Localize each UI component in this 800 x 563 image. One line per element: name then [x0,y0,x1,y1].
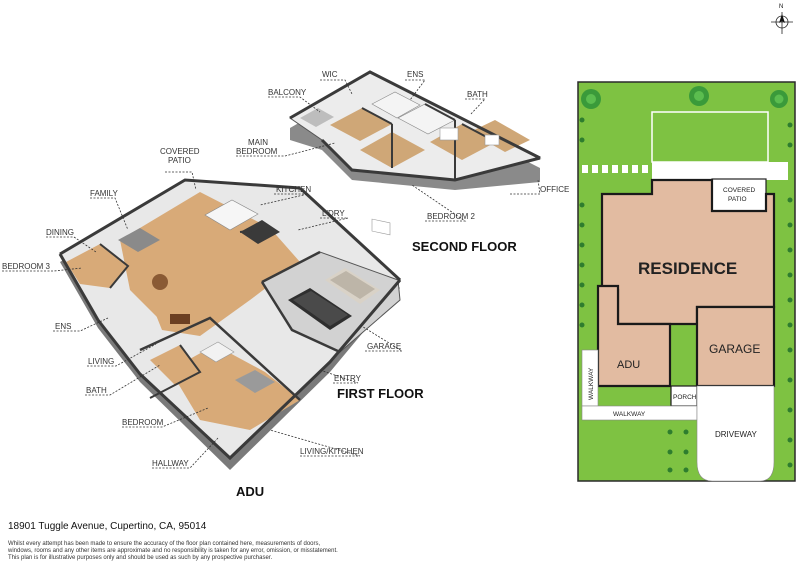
dining-table-icon [152,274,168,290]
shrub-icons [579,117,793,473]
label-main-bedroom-2: BEDROOM [236,147,278,156]
label-office: OFFICE [540,185,569,194]
garage-cars-icon [288,268,380,330]
tree-icons [581,86,788,109]
site-label-residence: RESIDENCE [638,259,737,278]
label-ens-bottom: ENS [55,322,71,331]
label-dining: DINING [46,228,74,237]
label-garage: GARAGE [367,342,401,351]
first-floor-model [58,178,402,470]
compass-icon: N [771,4,793,34]
label-kitchen: KITCHEN [276,185,311,194]
room-leader-lines [2,79,541,469]
site-label-walkway-vertical: WALKWAY [588,367,595,400]
label-hallway: HALLWAY [152,459,189,468]
label-living-kitchen: LIVING/KITCHEN [300,447,364,456]
site-label-adu: ADU [617,359,640,371]
site-label-porch: PORCH [673,394,697,401]
label-balcony: BALCONY [268,88,307,97]
label-bedroom-3: BEDROOM 3 [2,262,51,271]
site-label-covered-patio-2: PATIO [728,196,747,203]
label-wic: WIC [322,70,338,79]
compass-north-letter: N [779,4,783,10]
heading-adu: ADU [236,484,264,499]
site-label-walkway: WALKWAY [613,411,646,418]
site-label-garage: GARAGE [709,342,760,356]
heading-second-floor: SECOND FLOOR [412,239,517,254]
sofa-icon [118,228,160,252]
label-bedroom-2: BEDROOM 2 [427,212,476,221]
label-main-bedroom-1: MAIN [248,138,268,147]
label-covered-patio-1: COVERED [160,147,200,156]
label-bedroom: BEDROOM [122,418,164,427]
label-ens-top: ENS [407,70,423,79]
label-bath-top: BATH [467,90,488,99]
site-label-driveway: DRIVEWAY [715,430,757,439]
site-covered-patio [711,178,767,212]
property-address: 18901 Tuggle Avenue, Cupertino, CA, 9501… [8,521,207,532]
heading-first-floor: FIRST FLOOR [337,386,424,401]
label-entry: ENTRY [334,374,362,383]
disclaimer-line-1: Whilst every attempt has been made to en… [8,541,321,547]
label-family: FAMILY [90,189,119,198]
site-garage [695,305,776,388]
site-driveway [696,385,775,482]
disclaimer-line-3: This plan is for illustrative purposes o… [8,555,273,561]
disclaimer-line-2: windows, rooms and any other items are a… [8,548,338,554]
label-ldry: L'DRY [322,209,345,218]
site-plan: RESIDENCE GARAGE ADU COVERED PATIO WALKW… [577,81,796,482]
site-label-covered-patio-1: COVERED [723,187,755,194]
second-floor-model [289,70,542,236]
stepping-stones [582,165,648,173]
label-covered-patio-2: PATIO [168,156,191,165]
label-bath-bottom: BATH [86,386,107,395]
label-living: LIVING [88,357,114,366]
